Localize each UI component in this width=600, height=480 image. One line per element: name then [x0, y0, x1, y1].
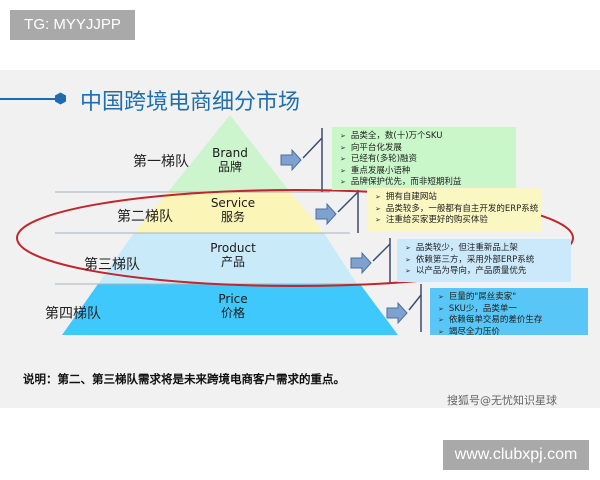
pyramid-tier-2	[134, 192, 324, 233]
list-item: 品类较少，但注重新品上架	[405, 243, 565, 255]
tier-4-en: Price	[218, 292, 248, 306]
tier-3-points: 品类较少，但注重新品上架 依赖第三方，采用外部ERP系统 以产品为导向，产品质量…	[397, 239, 571, 282]
list-item: 以产品为导向，产品质量优先	[405, 266, 565, 278]
watermark-bottom: www.clubxpj.com	[443, 440, 589, 470]
list-item: 品类较多，一般都有自主开发的ERP系统	[375, 204, 538, 216]
hexagon-bullet-icon	[55, 92, 66, 105]
tier-3-label: 第三梯队	[84, 257, 140, 273]
pyramid-tier-4-text: Price 价格	[188, 292, 278, 320]
pyramid-tier-3-text: Product 产品	[188, 241, 278, 269]
tier-1-cn: 品牌	[217, 160, 242, 174]
list-item: 重点发展小语种	[340, 166, 510, 178]
tier-4-label: 第四梯队	[45, 306, 101, 322]
pyramid-tier-1	[168, 115, 290, 192]
list-item: 品牌保护优先，而非短期利益	[340, 177, 510, 189]
tier-1-points: 品类全，数(十)万个SKU 向平台化发展 已经有(多轮)融资 重点发展小语种 品…	[332, 127, 516, 190]
pyramid-graphic	[16, 115, 574, 335]
list-item: 向平台化发展	[340, 143, 510, 155]
tier-4-cn: 价格	[220, 306, 245, 320]
tier-2-points: 拥有自建网站 品类较多，一般都有自主开发的ERP系统 注重给买家更好的购买体验	[367, 188, 541, 232]
pyramid-tier-4	[62, 284, 398, 335]
tier-2-en: Service	[210, 196, 256, 210]
list-item: 拥有自建网站	[375, 192, 535, 204]
note-text: 说明：第二、第三梯队需求将是未来跨境电商客户需求的重点。	[23, 372, 345, 386]
pyramid-tier-1-text: Brand 品牌	[185, 146, 275, 174]
tier-4-points: 巨量的"屌丝卖家" SKU少，品类单一 依赖每单交易的差价生存 竭尽全力压价	[430, 288, 588, 337]
pyramid-tier-2-text: Service 服务	[188, 196, 278, 224]
list-item: SKU少，品类单一	[438, 304, 582, 316]
list-item: 品类全，数(十)万个SKU	[340, 131, 510, 143]
highlight-ellipse	[16, 189, 574, 287]
diagram-title: 中国跨境电商细分市场	[80, 90, 301, 115]
tier-1-label: 第一梯队	[133, 154, 189, 170]
source-credit: 搜狐号@无忧知识星球	[447, 394, 557, 407]
tier-1-en: Brand	[212, 146, 248, 160]
list-item: 依赖第三方，采用外部ERP系统	[405, 255, 565, 267]
watermark-top: TG: MYYJJPP	[10, 10, 135, 40]
tier-3-en: Product	[210, 241, 256, 255]
tier-3-cn: 产品	[220, 255, 245, 269]
pyramid-tier-3	[98, 233, 357, 284]
list-item: 已经有(多轮)融资	[340, 154, 510, 166]
tier-2-label: 第二梯队	[117, 209, 173, 225]
list-item: 注重给买家更好的购买体验	[375, 215, 535, 227]
tier-2-cn: 服务	[220, 210, 245, 224]
arrow-tier-1	[280, 148, 302, 172]
list-item: 依赖每单交易的差价生存	[438, 315, 582, 327]
diagram-panel: 中国跨境电商细分市场	[0, 70, 600, 408]
arrow-tier-3	[350, 251, 372, 275]
list-item: 竭尽全力压价	[438, 327, 582, 339]
title-line	[0, 98, 56, 100]
arrow-tier-4	[386, 301, 408, 325]
arrow-tier-2	[315, 202, 337, 226]
list-item: 巨量的"屌丝卖家"	[438, 292, 582, 304]
